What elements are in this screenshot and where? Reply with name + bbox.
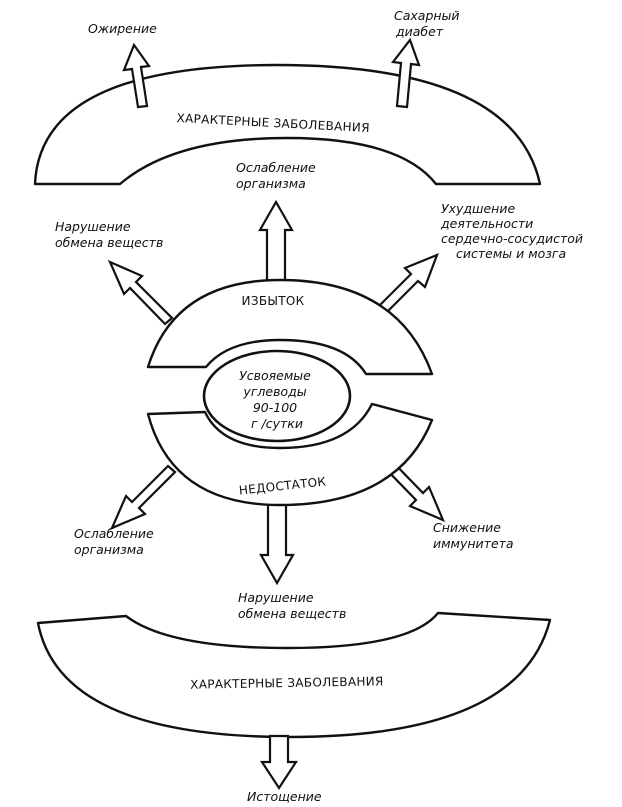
deficit-arrow-metabolism — [259, 501, 295, 586]
bottom-band-title: ХАРАКТЕРНЫЕ ЗАБОЛЕВАНИЯ — [190, 674, 384, 691]
bottom-arrow-exhaustion — [259, 734, 299, 791]
outcome-diabetes: Сахарный диабет — [394, 8, 464, 39]
excess-effect-weakening: Ослабление организма — [236, 160, 320, 191]
outcome-obesity: Ожирение — [88, 21, 157, 36]
deficit-arrow-weakening — [109, 464, 177, 531]
deficit-effect-weakening: Ослабление организма — [74, 526, 158, 557]
top-diseases-band — [33, 63, 542, 186]
center-label: Усвояемые углеводы 90-100 г /сутки — [239, 368, 315, 431]
excess-arrow-metabolism — [107, 259, 174, 326]
bottom-diseases-band — [36, 611, 552, 739]
excess-effect-cardio: Ухудшение деятельности сердечно-сосудист… — [440, 201, 587, 261]
deficit-band — [146, 402, 434, 507]
deficit-effect-metabolism: Нарушение обмена веществ — [238, 590, 346, 621]
excess-title: ИЗБЫТОК — [242, 294, 305, 308]
top-arrow-diabetes — [390, 37, 421, 109]
deficit-effect-immunity: Снижение иммунитета — [433, 520, 514, 551]
excess-band — [146, 278, 434, 376]
top-arrow-obesity — [122, 42, 151, 109]
center-ellipse — [202, 349, 352, 443]
outcome-exhaustion: Истощение — [247, 789, 322, 804]
excess-effect-metabolism: Нарушение обмена веществ — [55, 219, 163, 250]
excess-arrow-weakening — [258, 199, 294, 285]
